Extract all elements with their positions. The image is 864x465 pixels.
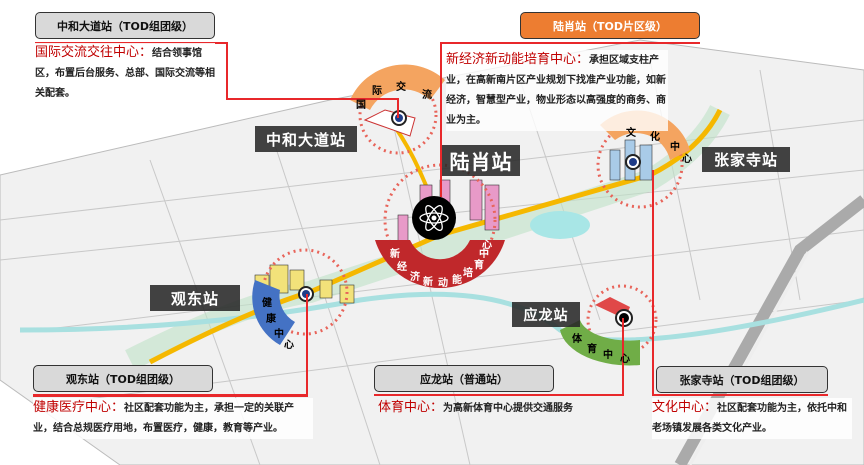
station-marker-icon — [625, 154, 641, 170]
luxiao-station-label: 陆肖站 — [442, 145, 520, 176]
yinglong-station-label: 应龙站 — [512, 302, 580, 327]
luxiao-arc-char: 新 — [390, 249, 400, 260]
luxiao-arc-char: 济 — [410, 272, 420, 283]
yinglong-arc-char: 体 — [572, 334, 582, 345]
economy-arc — [375, 240, 505, 289]
zhonghe-arc-char: 国 — [356, 100, 366, 111]
luxiao-arc-char: 心 — [482, 240, 492, 251]
zhangjiasi-header: 张家寺站（TOD组团级） — [656, 366, 828, 393]
zhonghe-arc-char: 流 — [422, 90, 432, 101]
guandong-arc-char: 健 — [262, 298, 272, 309]
guandong-arc-char: 心 — [284, 340, 294, 351]
yinglong-arc-char: 中 — [603, 350, 613, 361]
guandong-station-label: 观东站 — [150, 285, 240, 311]
luxiao-arc-char: 新 — [423, 277, 433, 288]
health-arc — [252, 280, 295, 345]
guandong-description: 健康医疗中心：社区配套功能为主，承担一定的关联产业，结合总规医疗用地，布置医疗，… — [33, 398, 313, 439]
zhangjiasi-description: 文化中心：社区配套功能为主，依托中和老场镇发展各类文化产业。 — [652, 398, 852, 439]
zhonghe-arc-char: 交 — [396, 82, 406, 93]
zhangjiasi-arc-char: 中 — [670, 142, 680, 153]
guandong-arc-char: 中 — [274, 329, 284, 340]
zhonghe-arc-char: 际 — [372, 86, 382, 97]
luxiao-arc-char: 经 — [397, 262, 407, 273]
luxiao-arc-char: 培 — [463, 268, 473, 279]
guandong-header: 观东站（TOD组团级） — [33, 365, 213, 392]
yinglong-arc-char: 育 — [587, 344, 597, 355]
zhonghe-description: 国际交流交往中心：结合领事馆区，布置后台服务、总部、国际交流等相关配套。 — [35, 43, 215, 104]
zhangjiasi-station-label: 张家寺站 — [702, 147, 790, 172]
zhangjiasi-arc-char: 文 — [626, 128, 636, 139]
luxiao-arc-char: 动 — [438, 278, 448, 289]
zhonghe-header: 中和大道站（TOD组团级） — [35, 12, 215, 39]
guandong-arc-char: 康 — [266, 314, 276, 325]
zhonghe-station-label: 中和大道站 — [255, 126, 357, 152]
station-marker-icon — [391, 110, 407, 126]
luxiao-arc-char: 中 — [479, 249, 489, 260]
yinglong-description: 体育中心：为高新体育中心提供交通服务 — [378, 400, 574, 415]
yinglong-header: 应龙站（普通站） — [374, 365, 554, 392]
zhangjiasi-arc-char: 化 — [650, 132, 660, 143]
luxiao-arc-char: 能 — [452, 275, 462, 286]
zhangjiasi-arc-char: 心 — [682, 154, 692, 165]
luxiao-header: 陆肖站（TOD片区级） — [520, 12, 700, 39]
luxiao-arc-char: 育 — [474, 260, 484, 271]
luxiao-description: 新经济新动能培育中心：承担区域支柱产业，在高新南片区产业规划下找准产业功能，如新… — [446, 50, 668, 131]
sport-arc — [560, 320, 640, 366]
station-marker-icon — [615, 309, 633, 327]
yinglong-arc-char: 心 — [620, 354, 630, 365]
